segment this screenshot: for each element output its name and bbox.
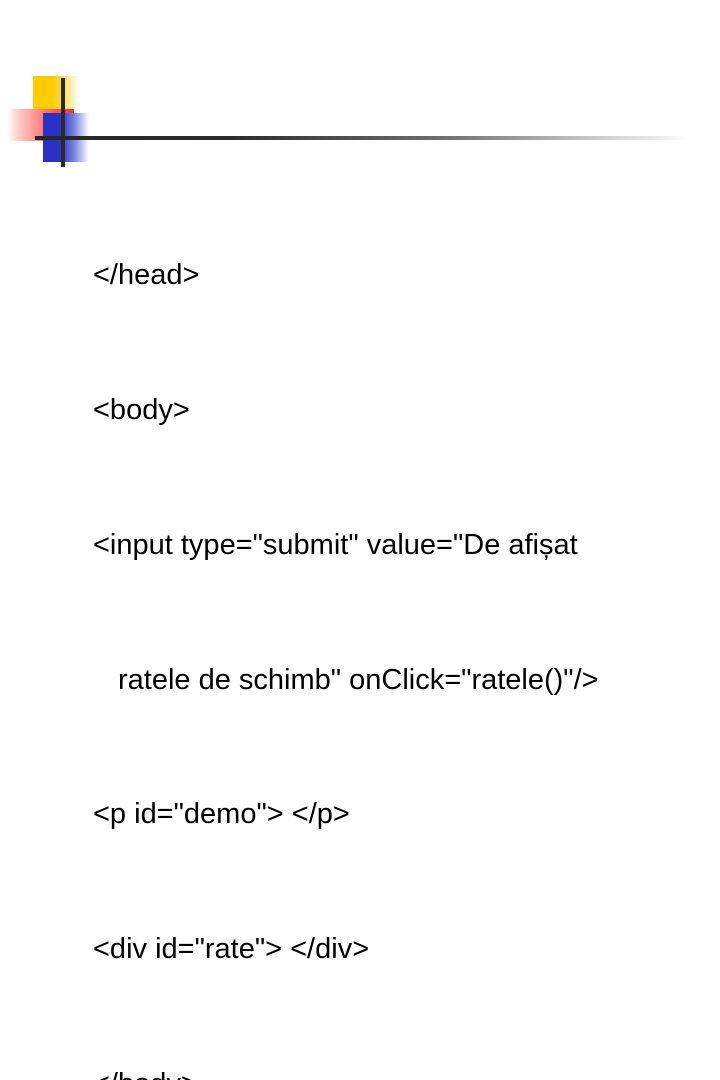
code-line: </head> bbox=[93, 259, 200, 291]
code-line: <p id="demo"> </p> bbox=[93, 798, 350, 830]
decoration-yellow-square bbox=[33, 76, 79, 114]
code-line: <div id="rate"> </div> bbox=[93, 933, 370, 965]
decoration-vertical-rule bbox=[61, 78, 65, 167]
slide-decoration bbox=[0, 0, 720, 180]
code-text-block: </head> <body> <input type="submit" valu… bbox=[93, 163, 703, 1080]
code-line: </body> bbox=[93, 1062, 703, 1080]
code-line-continuation: ratele de schimb" onClick="ratele()"/> bbox=[118, 664, 599, 696]
code-line: <body> bbox=[93, 394, 190, 426]
code-line: <input type="submit" value="De afișat bbox=[93, 529, 578, 561]
decoration-horizontal-rule bbox=[35, 136, 690, 140]
